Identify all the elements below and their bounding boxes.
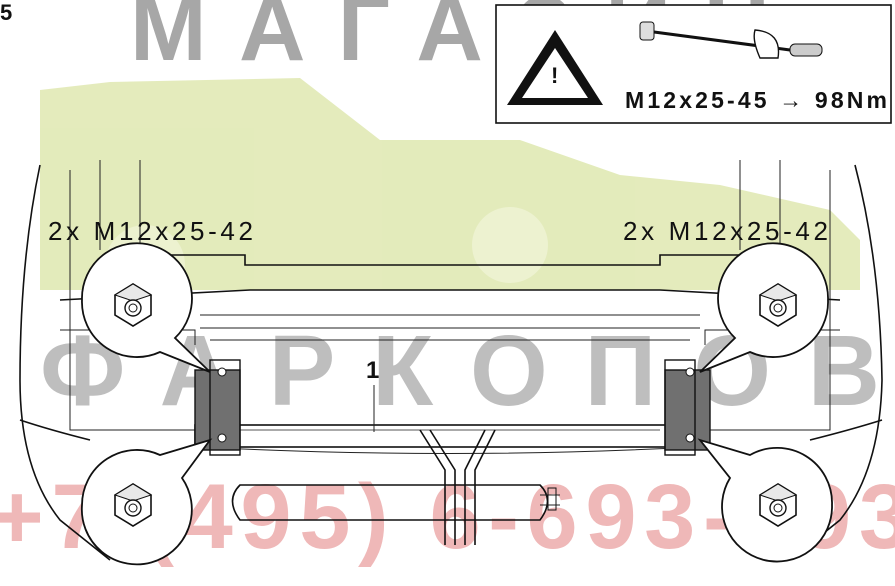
step-number: 5 bbox=[0, 0, 12, 25]
torque-spec-text: M12x25-45 → 98Nm bbox=[625, 87, 887, 113]
torque-wrench-icon bbox=[639, 21, 823, 59]
right-bolt-label: 2x M12x25-42 bbox=[623, 216, 828, 246]
part-number-label: 1 bbox=[366, 357, 379, 384]
zoom-bubble-bottom-right bbox=[697, 438, 833, 563]
left-bracket bbox=[194, 359, 241, 456]
torque-spec-box: ! M12x25-45 → 98Nm bbox=[495, 4, 892, 124]
exhaust-muffler bbox=[231, 484, 560, 521]
warning-triangle-icon: ! bbox=[507, 30, 603, 105]
svg-text:!: ! bbox=[551, 63, 558, 88]
right-bracket bbox=[664, 359, 711, 456]
zoom-bubble-top-right bbox=[699, 242, 829, 373]
zoom-bubble-bottom-left bbox=[80, 438, 213, 566]
towbar-crossbeam bbox=[194, 424, 701, 454]
left-bolt-label: 2x M12x25-42 bbox=[48, 216, 253, 246]
zoom-bubble-top-left bbox=[81, 242, 211, 373]
